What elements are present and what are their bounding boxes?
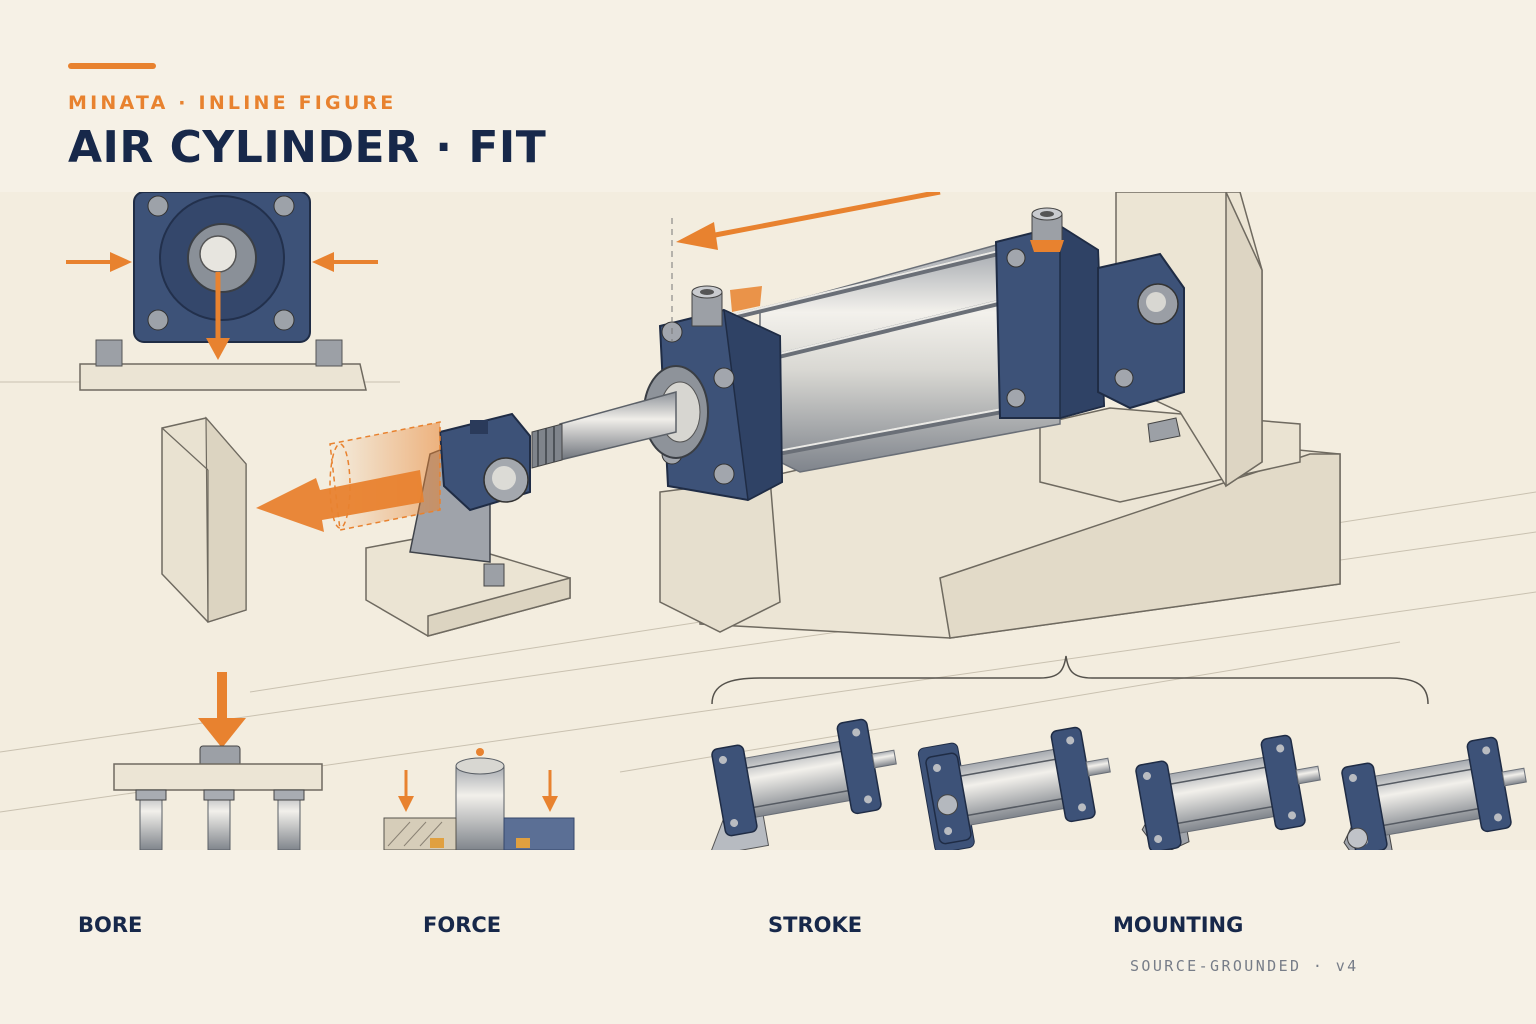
section-view xyxy=(383,748,575,850)
force-guide-plate xyxy=(113,672,323,850)
accent-bar xyxy=(68,63,156,69)
mounting-variants xyxy=(708,713,1535,850)
section-label-mounting: MOUNTING xyxy=(1113,913,1244,937)
section-label-force: FORCE xyxy=(423,913,502,937)
rod-clevis-bracket xyxy=(409,412,531,587)
main-cylinder xyxy=(531,207,1185,502)
base-rail xyxy=(365,407,1341,639)
figure-kicker: MINATA · INLINE FIGURE xyxy=(68,92,397,114)
bore-front-view xyxy=(66,192,378,391)
page-title: AIR CYLINDER · FIT xyxy=(68,122,547,173)
stop-block xyxy=(161,416,247,623)
cylinder-illustration xyxy=(0,192,1536,850)
section-label-stroke: STROKE xyxy=(768,913,863,937)
footer-source-tag: SOURCE-GROUNDED · v4 xyxy=(1130,957,1359,975)
extend-motion-indicator xyxy=(256,192,941,532)
section-label-bore: BORE xyxy=(78,913,143,937)
